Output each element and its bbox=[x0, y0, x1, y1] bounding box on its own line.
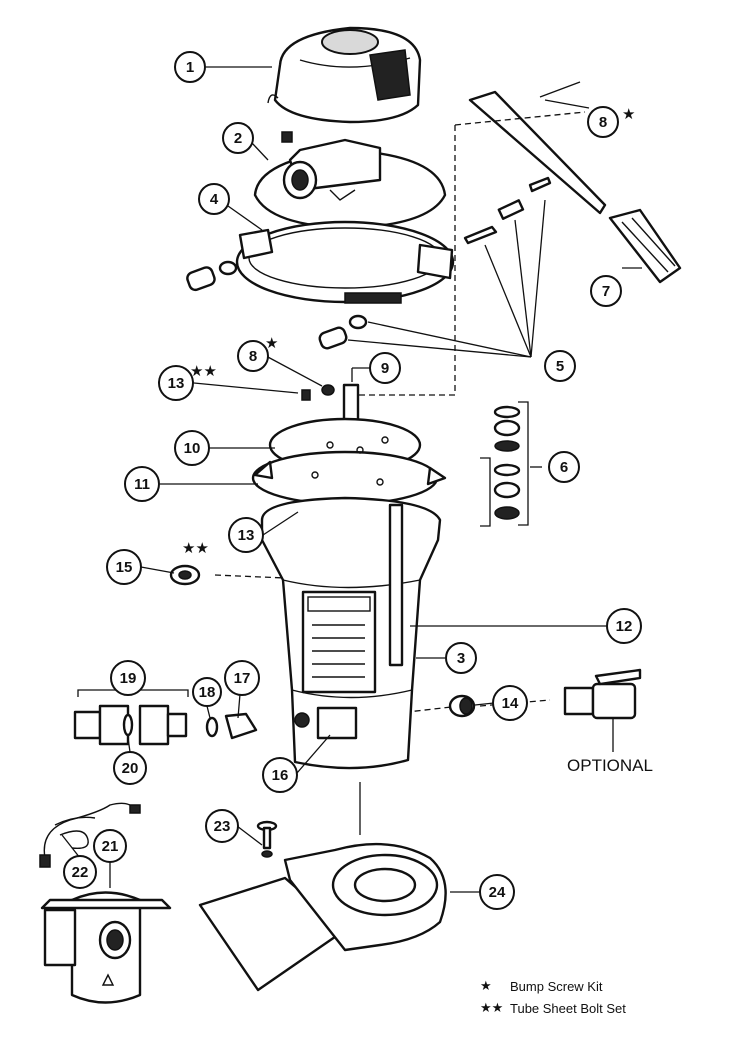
part-optional-valve bbox=[563, 668, 642, 752]
callout-13-top: 13 ★★ bbox=[158, 362, 217, 401]
part-power-cord bbox=[39, 802, 141, 868]
svg-text:16: 16 bbox=[272, 767, 289, 784]
part-dome-top bbox=[267, 26, 422, 124]
svg-text:10: 10 bbox=[184, 440, 201, 457]
callout-22: 22 bbox=[63, 855, 97, 889]
callout-15: 15 bbox=[106, 549, 142, 585]
svg-text:19: 19 bbox=[120, 670, 137, 687]
part-base-plate bbox=[198, 782, 447, 992]
callout-24: 24 bbox=[479, 874, 515, 910]
callout-8-middle: 8★ bbox=[237, 334, 278, 372]
svg-text:17: 17 bbox=[234, 670, 251, 687]
optional-label: OPTIONAL bbox=[567, 756, 653, 775]
part-filter-lid bbox=[253, 131, 447, 230]
callout-1: 1 bbox=[174, 51, 206, 83]
svg-text:1: 1 bbox=[186, 59, 194, 76]
legend-text: Tube Sheet Bolt Set bbox=[510, 1000, 626, 1016]
svg-text:23: 23 bbox=[214, 818, 231, 835]
callout-20: 20 bbox=[113, 751, 147, 785]
svg-text:13: 13 bbox=[238, 527, 255, 544]
legend-row: ★★ Tube Sheet Bolt Set bbox=[480, 997, 720, 1019]
svg-text:15: 15 bbox=[116, 559, 133, 576]
part-pump-strainer bbox=[40, 891, 172, 1004]
svg-text:14: 14 bbox=[502, 695, 519, 712]
callout-3: 3 bbox=[445, 642, 477, 674]
svg-text:8: 8 bbox=[249, 348, 257, 365]
svg-text:9: 9 bbox=[381, 360, 389, 377]
callout-16: 16 bbox=[262, 757, 298, 793]
svg-text:13: 13 bbox=[168, 375, 185, 392]
svg-text:8: 8 bbox=[599, 114, 607, 131]
callout-2: 2 bbox=[222, 122, 254, 154]
assembly-guide bbox=[454, 111, 586, 126]
svg-text:7: 7 bbox=[602, 283, 610, 300]
svg-text:6: 6 bbox=[560, 459, 568, 476]
svg-text:20: 20 bbox=[122, 760, 139, 777]
part-union-fittings bbox=[73, 689, 258, 746]
callout-9: 9 bbox=[369, 352, 401, 384]
callout-11: 11 bbox=[124, 466, 160, 502]
svg-text:12: 12 bbox=[616, 618, 633, 635]
part-drain-plug bbox=[169, 564, 201, 586]
double-star-mark: ★★ bbox=[190, 362, 217, 380]
callout-5: 5 bbox=[544, 350, 576, 382]
svg-text:11: 11 bbox=[134, 476, 150, 493]
part-plug-cap bbox=[448, 694, 476, 718]
assembly-guide bbox=[355, 125, 456, 396]
single-star-mark: ★ bbox=[265, 334, 278, 352]
svg-text:4: 4 bbox=[210, 191, 219, 208]
double-star-mark: ★★ bbox=[182, 539, 209, 557]
callout-6: 6 bbox=[548, 451, 580, 483]
leader-lines bbox=[61, 66, 642, 893]
svg-text:22: 22 bbox=[72, 864, 89, 881]
callout-7: 7 bbox=[590, 275, 622, 307]
callout-19: 19 bbox=[110, 660, 146, 696]
legend-row: ★ Bump Screw Kit bbox=[480, 975, 720, 997]
callout-4: 4 bbox=[198, 183, 230, 215]
legend: ★ Bump Screw Kit ★★ Tube Sheet Bolt Set bbox=[480, 975, 720, 1019]
part-tank bbox=[260, 496, 442, 770]
part-base-screw bbox=[256, 820, 278, 858]
legend-text: Bump Screw Kit bbox=[510, 978, 603, 994]
legend-symbol: ★★ bbox=[480, 1000, 504, 1016]
svg-text:2: 2 bbox=[234, 130, 242, 147]
single-star-mark: ★ bbox=[622, 105, 635, 123]
svg-text:3: 3 bbox=[457, 650, 465, 667]
svg-text:21: 21 bbox=[102, 838, 119, 855]
callout-14: 14 bbox=[492, 685, 528, 721]
part-spacers bbox=[318, 314, 368, 350]
callout-17: 17 bbox=[224, 660, 260, 696]
part-tube-sheets bbox=[251, 417, 447, 506]
callout-10: 10 bbox=[174, 430, 210, 466]
svg-text:24: 24 bbox=[489, 884, 506, 901]
svg-text:18: 18 bbox=[199, 684, 216, 701]
part-handle bbox=[463, 81, 682, 284]
callout-12: 12 bbox=[606, 608, 642, 644]
callout-18: 18 bbox=[192, 677, 222, 707]
callout-8-top: 8★ bbox=[587, 105, 635, 138]
callout-23: 23 bbox=[205, 809, 239, 843]
part-o-rings bbox=[480, 401, 529, 527]
callout-21: 21 bbox=[93, 829, 127, 863]
callout-13-middle: 13 ★★ bbox=[182, 517, 264, 557]
assembly-guide bbox=[214, 574, 286, 579]
svg-text:5: 5 bbox=[556, 358, 564, 375]
part-clamp-ring bbox=[186, 220, 455, 304]
legend-symbol: ★ bbox=[480, 978, 492, 994]
